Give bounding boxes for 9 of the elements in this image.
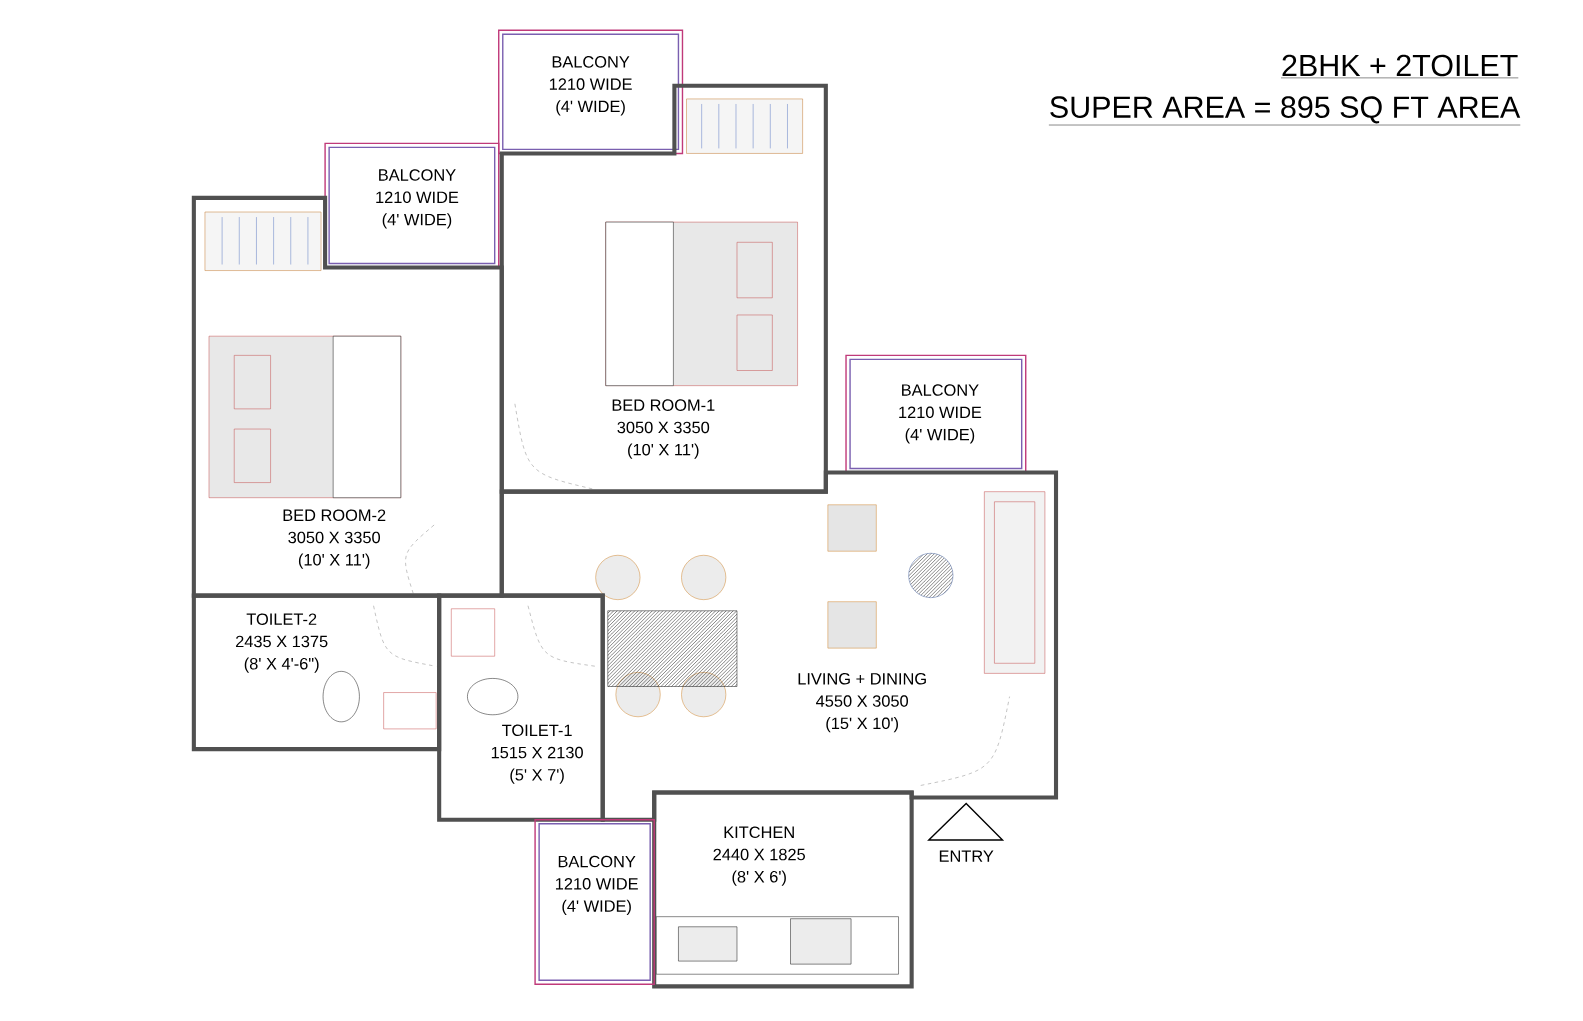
balcony-outline: BALCONY 1210 WIDE (4' WIDE) <box>534 819 655 986</box>
room-outline: KITCHEN 2440 X 1825 (8' X 6') <box>652 790 914 989</box>
balcony-outline: BALCONY 1210 WIDE (4' WIDE) <box>498 29 684 155</box>
balcony-outline: BALCONY 1210 WIDE (4' WIDE) <box>324 142 500 269</box>
area-label: SUPER AREA = 895 SQ FT AREA <box>1048 96 1521 126</box>
room-outline: TOILET-2 2435 X 1375 (8' X 4'-6") <box>191 593 442 752</box>
balcony-outline: BALCONY 1210 WIDE (4' WIDE) <box>845 354 1027 474</box>
title: 2BHK + 2TOILET <box>1280 54 1519 79</box>
room-outline: TOILET-1 1515 X 2130 (5' X 7') <box>437 593 605 822</box>
